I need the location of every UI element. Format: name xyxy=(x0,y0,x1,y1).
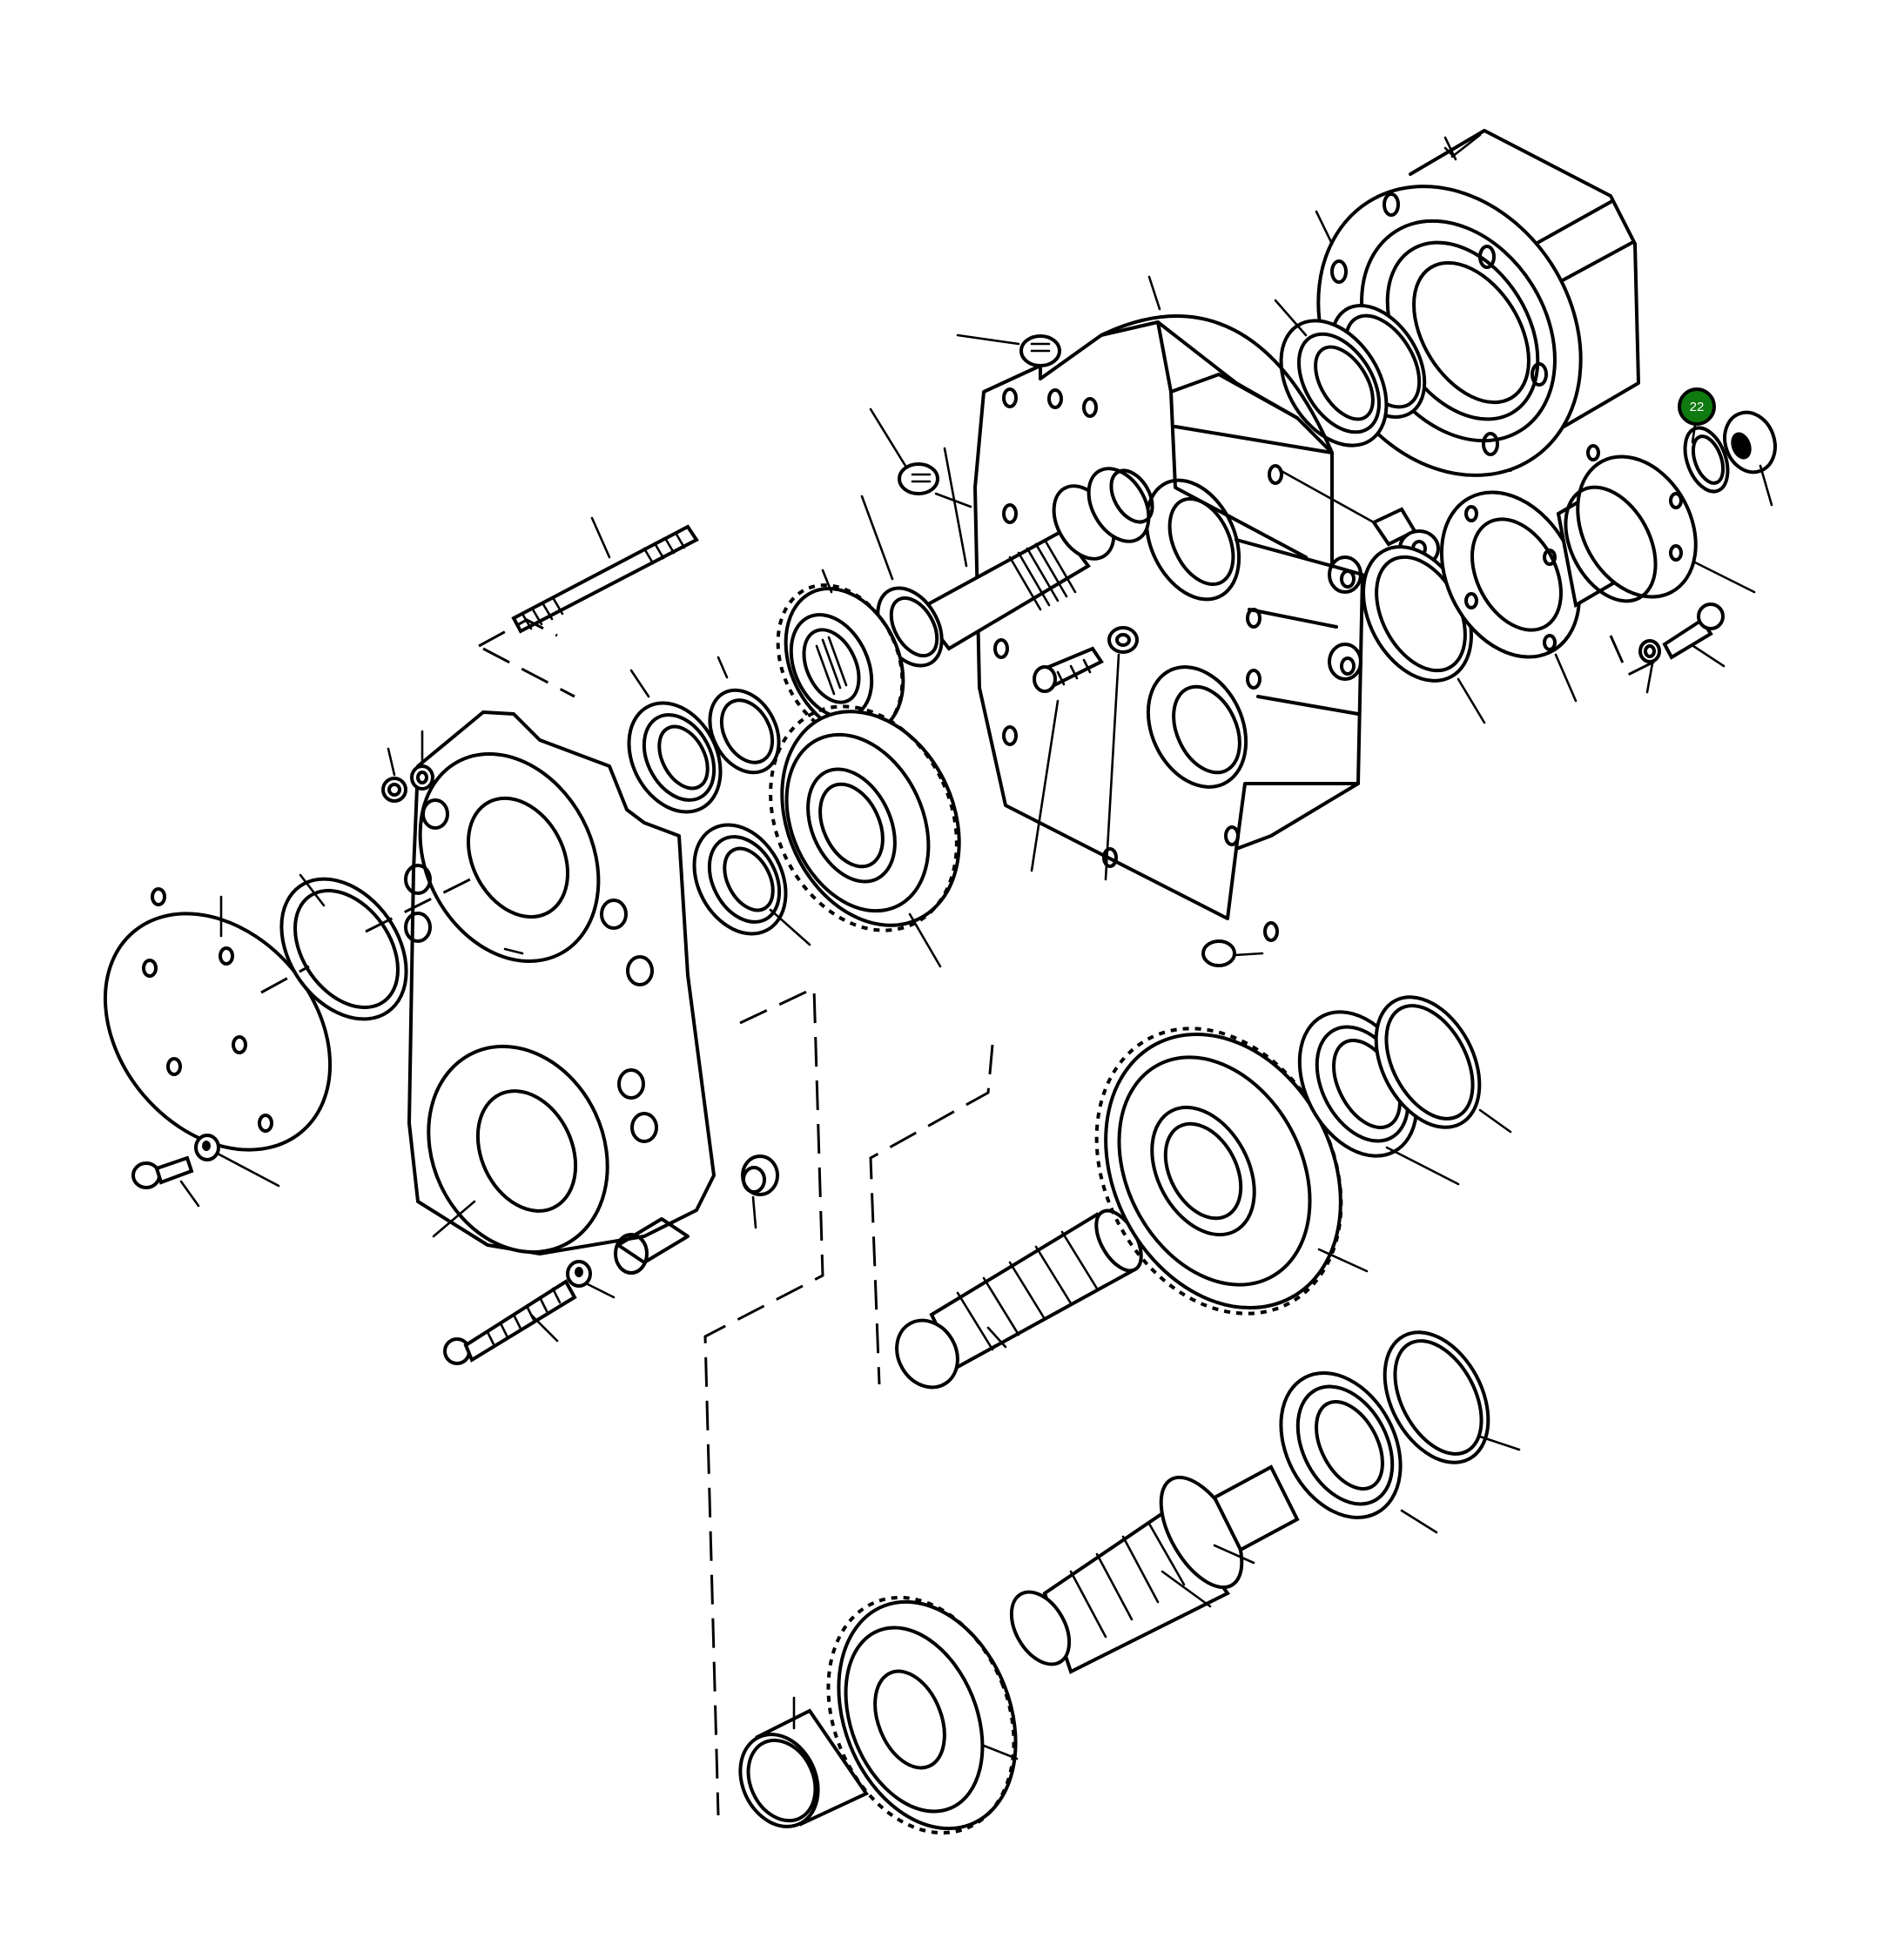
leader-line xyxy=(1478,1108,1512,1134)
assembly-line xyxy=(260,878,471,994)
leader-line xyxy=(432,1200,476,1238)
front-cover[interactable] xyxy=(385,710,716,1282)
fill-plug[interactable] xyxy=(898,462,939,495)
ball-bearing[interactable] xyxy=(1257,1352,1424,1538)
leader-line xyxy=(1317,1248,1369,1273)
washer[interactable] xyxy=(410,764,434,791)
leader-line xyxy=(1759,464,1773,507)
input-shaft[interactable] xyxy=(915,458,1161,651)
washer[interactable] xyxy=(194,1134,220,1161)
leader-line xyxy=(1104,653,1120,881)
retaining-ring[interactable] xyxy=(1356,979,1501,1145)
leader-line xyxy=(1213,1544,1255,1565)
leader-line xyxy=(529,1313,559,1343)
output-shaft[interactable] xyxy=(999,1464,1300,1674)
leader-line xyxy=(387,747,396,777)
part-callout-22[interactable]: 22 xyxy=(1678,387,1716,426)
assembly-line xyxy=(869,1044,994,1385)
breather-plug[interactable] xyxy=(1019,334,1061,367)
callout-number: 22 xyxy=(1689,399,1705,414)
leader-line xyxy=(769,908,811,946)
o-ring-seal[interactable] xyxy=(1677,422,1735,497)
dowel-pin[interactable] xyxy=(1033,646,1104,693)
leader-line xyxy=(1645,662,1654,694)
leader-line xyxy=(943,447,968,568)
ball-bearing[interactable] xyxy=(676,809,804,950)
leader-line xyxy=(586,1282,616,1299)
leader-line xyxy=(986,1326,1007,1349)
assembly-line xyxy=(703,986,824,1816)
leader-line xyxy=(717,656,729,679)
bearing-cap-flange[interactable] xyxy=(1414,468,1606,681)
assembly-line xyxy=(1609,635,1655,677)
washer[interactable] xyxy=(1638,639,1661,663)
leader-line xyxy=(751,1195,757,1229)
leader-line xyxy=(503,947,524,955)
washer[interactable] xyxy=(1107,626,1139,654)
pinion-gear[interactable] xyxy=(754,565,925,759)
leader-line xyxy=(1385,1146,1460,1186)
leader-line xyxy=(1030,699,1060,872)
leader-line xyxy=(821,569,833,594)
output-gear[interactable] xyxy=(795,1570,1048,1861)
leader-line xyxy=(216,1152,280,1188)
leader-line xyxy=(1278,468,1376,524)
leader-line xyxy=(1691,423,1697,444)
bolt[interactable] xyxy=(131,1155,194,1189)
stud[interactable] xyxy=(511,524,699,634)
leader-line xyxy=(1443,136,1457,161)
leader-line xyxy=(179,1180,200,1208)
leader-line xyxy=(1478,1435,1521,1451)
leader-line xyxy=(1554,653,1578,703)
idler-shaft[interactable] xyxy=(885,1203,1150,1398)
leader-line xyxy=(860,495,894,581)
bearing-race[interactable] xyxy=(696,678,793,784)
assembly-line xyxy=(478,618,575,698)
leader-line xyxy=(1457,677,1486,724)
leader-line xyxy=(299,873,326,907)
flange-nut[interactable] xyxy=(1717,406,1784,480)
nut[interactable] xyxy=(381,777,407,803)
retaining-ring[interactable] xyxy=(1364,1315,1510,1480)
leader-line xyxy=(629,669,650,698)
leader-line xyxy=(1400,1509,1438,1534)
washer[interactable] xyxy=(566,1260,592,1288)
leader-line xyxy=(908,912,942,968)
main-housing[interactable] xyxy=(973,314,1364,942)
leader-line xyxy=(1147,275,1161,311)
sleeve-bushing[interactable] xyxy=(741,1154,779,1196)
end-cover-plate[interactable] xyxy=(59,869,376,1195)
drain-plug[interactable] xyxy=(1201,939,1236,967)
bolt[interactable] xyxy=(443,1279,577,1365)
output-flange[interactable] xyxy=(1547,436,1719,617)
leader-line xyxy=(869,407,907,468)
leader-line xyxy=(1692,644,1726,668)
leader-line xyxy=(1233,952,1264,957)
leader-line xyxy=(982,1744,1019,1760)
leader-line xyxy=(1692,560,1756,594)
leader-line xyxy=(1161,1570,1212,1608)
leader-line xyxy=(590,516,611,559)
large-gear[interactable] xyxy=(736,676,992,960)
leader-line xyxy=(1315,210,1334,246)
sleeve-bushing[interactable] xyxy=(726,1708,869,1840)
leader-line xyxy=(956,333,1020,346)
ball-bearing[interactable] xyxy=(611,687,739,828)
bolt[interactable] xyxy=(1662,602,1725,660)
leader-line xyxy=(1274,299,1308,337)
